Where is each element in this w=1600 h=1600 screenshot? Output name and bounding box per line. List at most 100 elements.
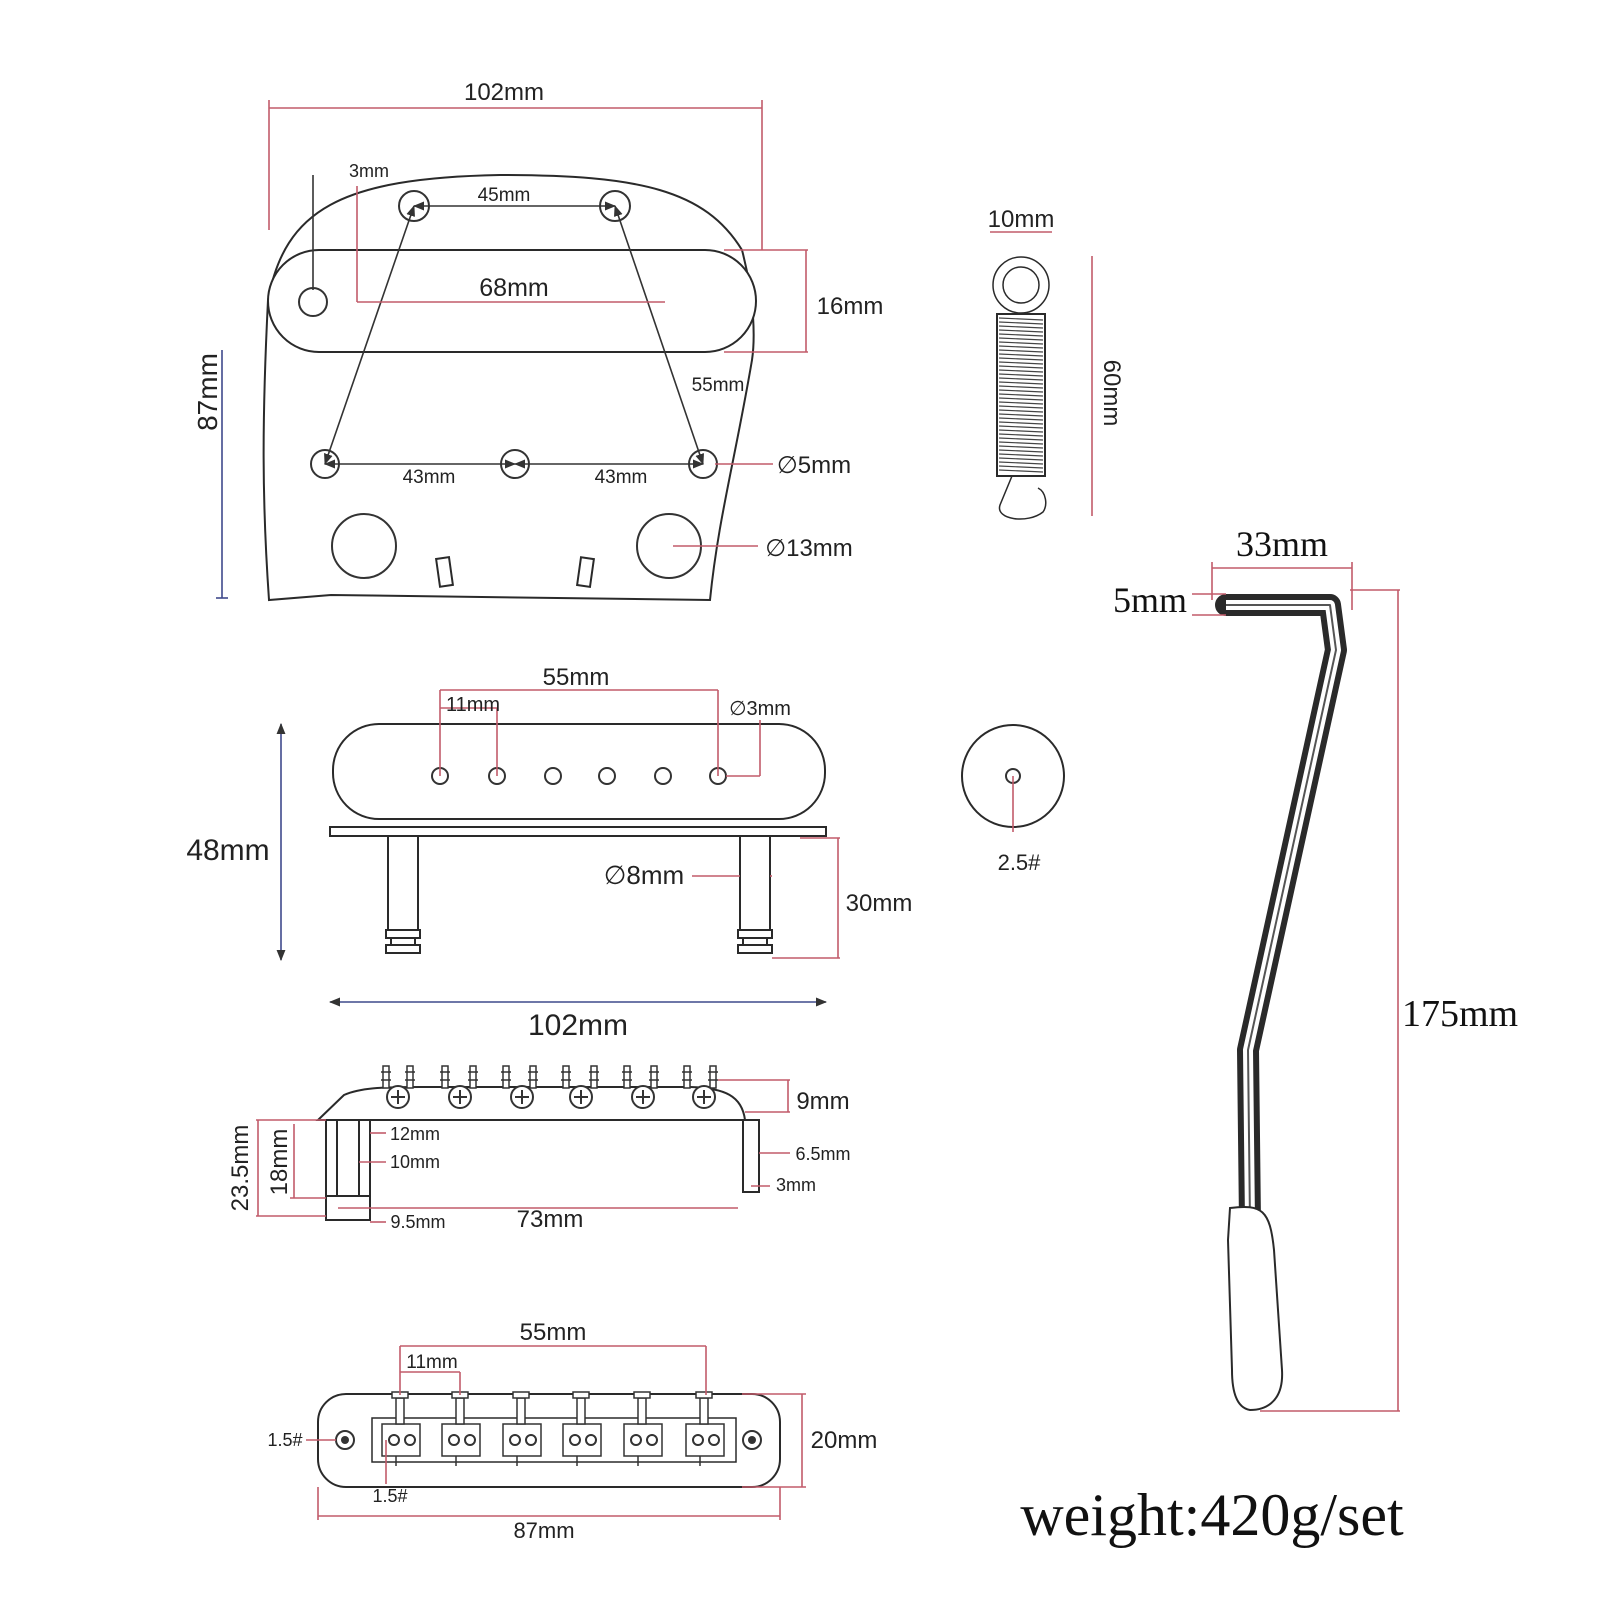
bridge-side-dims: [256, 1079, 790, 1223]
arm-offset-label: 33mm: [1236, 524, 1328, 564]
post-mid-dia-label: 10mm: [390, 1152, 440, 1172]
intonation-screw: [469, 1065, 477, 1089]
hole-spacing-left-label: 43mm: [403, 467, 456, 488]
spring-coil-turn: [998, 321, 1044, 325]
spring-coil-turn: [998, 397, 1044, 401]
spring-coil-turn: [998, 409, 1044, 413]
washer: 2.5#: [961, 724, 1065, 875]
saddle-hex-hole: [630, 1434, 642, 1446]
intonation-screw: [709, 1065, 717, 1089]
top-hole-spacing-label: 45mm: [478, 185, 531, 206]
spring-coil-turn: [998, 469, 1044, 473]
saddle-spring: [455, 1397, 465, 1425]
pickup-cover: [332, 723, 826, 820]
bridge-post-left-inner: [336, 1119, 360, 1197]
saddle-hex-hole: [646, 1434, 658, 1446]
intonation-screw: [683, 1065, 691, 1089]
saddle-hex-label: 1.5#: [372, 1486, 407, 1506]
spring-coil-turn: [998, 413, 1044, 417]
spring-coil-turn: [998, 393, 1044, 397]
hole-spacing-right-label: 43mm: [595, 467, 648, 488]
end-hex-label: 1.5#: [267, 1430, 302, 1450]
spring-coil-turn: [998, 385, 1044, 389]
intonation-screw: [590, 1065, 598, 1089]
spring-coil-turn: [998, 349, 1044, 353]
pickup: 55mm 11mm ∅3mm 48mm ∅8mm 30mm 102mm: [186, 664, 912, 1042]
weight-label: weight:420g/set: [1020, 1482, 1404, 1548]
saddle-hex-hole: [464, 1434, 476, 1446]
arm-tip-thickness-label: 5mm: [1113, 580, 1187, 620]
spring-loop: [992, 256, 1050, 314]
post-top-dia-label: 12mm: [390, 1124, 440, 1144]
post-spacing-label: 73mm: [517, 1206, 584, 1233]
spring-coil-turn: [998, 437, 1044, 441]
large-hole-left: [331, 513, 397, 579]
saddle-screw-head: [695, 1391, 713, 1399]
spring-coil-turn: [998, 449, 1044, 453]
spring-coil-turn: [998, 329, 1044, 333]
screw-hole-label: ∅5mm: [777, 452, 851, 479]
spring-coil-turn: [998, 433, 1044, 437]
saddle-hex-hole: [708, 1434, 720, 1446]
spring-coil-turn: [998, 445, 1044, 449]
stud-tip-label: 3mm: [776, 1175, 816, 1195]
saddle-spring: [699, 1397, 709, 1425]
saddle-screw-head: [512, 1391, 530, 1399]
intonation-screw: [562, 1065, 570, 1089]
spring-coil-turn: [998, 465, 1044, 469]
bridge-length-label: 87mm: [513, 1518, 574, 1543]
spring-coil-turn: [998, 333, 1044, 337]
saddle-hex-hole: [585, 1434, 597, 1446]
arm-tip: [1226, 1205, 1284, 1412]
spring-coil-turn: [998, 337, 1044, 341]
spring-coil-turn: [998, 341, 1044, 345]
spring-coil-turn: [998, 353, 1044, 357]
intonation-screw: [502, 1065, 510, 1089]
arm-dims: [1192, 562, 1400, 1412]
spring-coil-turn: [998, 421, 1044, 425]
bridge-top-view: 55mm 11mm 20mm 1.5# 1.5# 87mm: [267, 1319, 877, 1543]
intonation-screw: [529, 1065, 537, 1089]
spring-coil-turn: [998, 457, 1044, 461]
bridge-top-dims: [306, 1345, 806, 1520]
intonation-screw: [623, 1065, 631, 1089]
bridge-depth-label: 20mm: [811, 1427, 878, 1454]
saddle-hex-hole: [569, 1434, 581, 1446]
saddle-hex-hole: [404, 1434, 416, 1446]
spring-coil-turn: [998, 361, 1044, 365]
pole-span-label: 55mm: [543, 664, 610, 691]
saddle-hex-hole: [509, 1434, 521, 1446]
saddle-spring: [576, 1397, 586, 1425]
intonation-screw: [382, 1065, 390, 1089]
spring-coil-turn: [998, 417, 1044, 421]
saddle-screw-head: [572, 1391, 590, 1399]
slot-end-hole: [298, 287, 328, 317]
spring-coil-turn: [998, 373, 1044, 377]
bridge-total-height-label: 23.5mm: [227, 1125, 254, 1212]
spring-coil-turn: [998, 461, 1044, 465]
tab-left: [434, 556, 455, 588]
post-diameter-label: ∅8mm: [604, 860, 684, 890]
tremolo-plate: 102mm 87mm 3mm 45mm 68mm 16mm 55mm ∅5mm …: [192, 79, 883, 602]
large-hole-label: ∅13mm: [765, 535, 853, 562]
saddle-hex-hole: [692, 1434, 704, 1446]
spring-coil-turn: [998, 377, 1044, 381]
spring-coil-turn: [998, 357, 1044, 361]
bridge-side-view: 9mm 23.5mm 18mm 12mm 10mm 9.5mm 73mm 6.5…: [227, 1065, 851, 1233]
saddle-span-label: 55mm: [520, 1319, 587, 1346]
diagonal-label: 55mm: [692, 375, 745, 396]
spring-coil-turn: [998, 441, 1044, 445]
spring-width-label: 10mm: [988, 206, 1055, 233]
saddle-hex-hole: [388, 1434, 400, 1446]
saddle-spacing-label: 11mm: [406, 1352, 457, 1373]
pickup-post-right: [739, 835, 771, 933]
post-height-label: 30mm: [846, 890, 913, 917]
arm-length-label: 175mm: [1402, 993, 1518, 1035]
spring-coil-turn: [998, 365, 1044, 369]
bridge-top-saddles: [381, 1391, 725, 1466]
intonation-screw: [406, 1065, 414, 1089]
pole-diameter-label: ∅3mm: [729, 698, 791, 720]
pickup-hole-spacing-label: 68mm: [479, 274, 548, 302]
saddle-hex-hole: [448, 1434, 460, 1446]
